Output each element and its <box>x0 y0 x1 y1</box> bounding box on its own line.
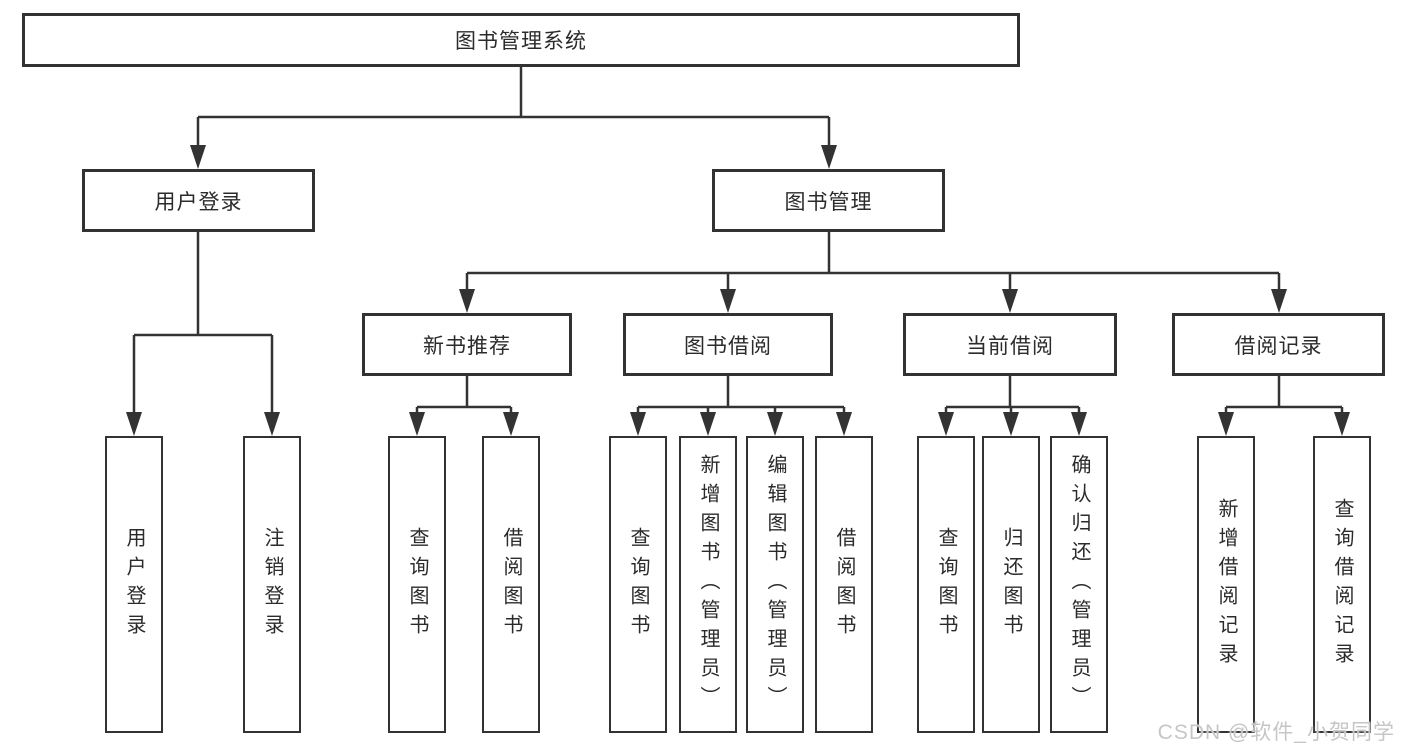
leaf-borrow-books: 借阅图书 <box>815 436 873 733</box>
leaf-edit-books-admin: 编辑图书（管理员） <box>746 436 804 733</box>
node-new-book-recommend: 新书推荐 <box>362 313 572 376</box>
leaf-label: 新增图书（管理员） <box>697 454 719 715</box>
node-label: 当前借阅 <box>966 334 1054 358</box>
leaf-query-books-borrow: 查询图书 <box>609 436 667 733</box>
leaf-label: 查询图书 <box>406 526 428 643</box>
leaf-logout: 注销登录 <box>243 436 301 733</box>
csdn-watermark: CSDN @软件_小贺同学 <box>1157 721 1395 744</box>
node-label: 图书管理系统 <box>455 30 587 53</box>
node-user-login: 用户登录 <box>82 169 315 232</box>
leaf-confirm-return-admin: 确认归还（管理员） <box>1050 436 1108 733</box>
leaf-label: 查询图书 <box>935 526 957 643</box>
node-system-root: 图书管理系统 <box>22 13 1020 67</box>
leaf-label: 新增借阅记录 <box>1215 497 1237 672</box>
arrowhead-icons <box>126 145 1350 436</box>
leaf-query-books-recommend: 查询图书 <box>388 436 446 733</box>
leaf-borrow-books-recommend: 借阅图书 <box>482 436 540 733</box>
leaf-add-borrow-record: 新增借阅记录 <box>1197 436 1255 733</box>
node-label: 新书推荐 <box>423 334 511 358</box>
leaf-label: 查询借阅记录 <box>1331 497 1353 672</box>
leaf-user-login: 用户登录 <box>105 436 163 733</box>
node-label: 借阅记录 <box>1234 334 1323 358</box>
leaf-label: 查询图书 <box>627 526 649 643</box>
leaf-label: 借阅图书 <box>500 526 522 643</box>
node-current-borrow: 当前借阅 <box>903 313 1117 376</box>
node-book-management: 图书管理 <box>712 169 945 232</box>
leaf-query-books-current: 查询图书 <box>917 436 975 733</box>
node-label: 用户登录 <box>154 190 243 214</box>
leaf-query-borrow-record: 查询借阅记录 <box>1313 436 1371 733</box>
leaf-label: 注销登录 <box>261 526 283 643</box>
leaf-label: 确认归还（管理员） <box>1068 454 1090 715</box>
node-label: 图书管理 <box>784 190 873 214</box>
node-label: 图书借阅 <box>684 334 772 358</box>
leaf-label: 借阅图书 <box>833 526 855 643</box>
node-borrow-record: 借阅记录 <box>1172 313 1385 376</box>
leaf-label: 编辑图书（管理员） <box>764 454 786 715</box>
leaf-label: 用户登录 <box>123 526 145 643</box>
leaf-return-books: 归还图书 <box>982 436 1040 733</box>
leaf-add-books-admin: 新增图书（管理员） <box>679 436 737 733</box>
leaf-label: 归还图书 <box>1000 526 1022 643</box>
node-book-borrow: 图书借阅 <box>623 313 833 376</box>
